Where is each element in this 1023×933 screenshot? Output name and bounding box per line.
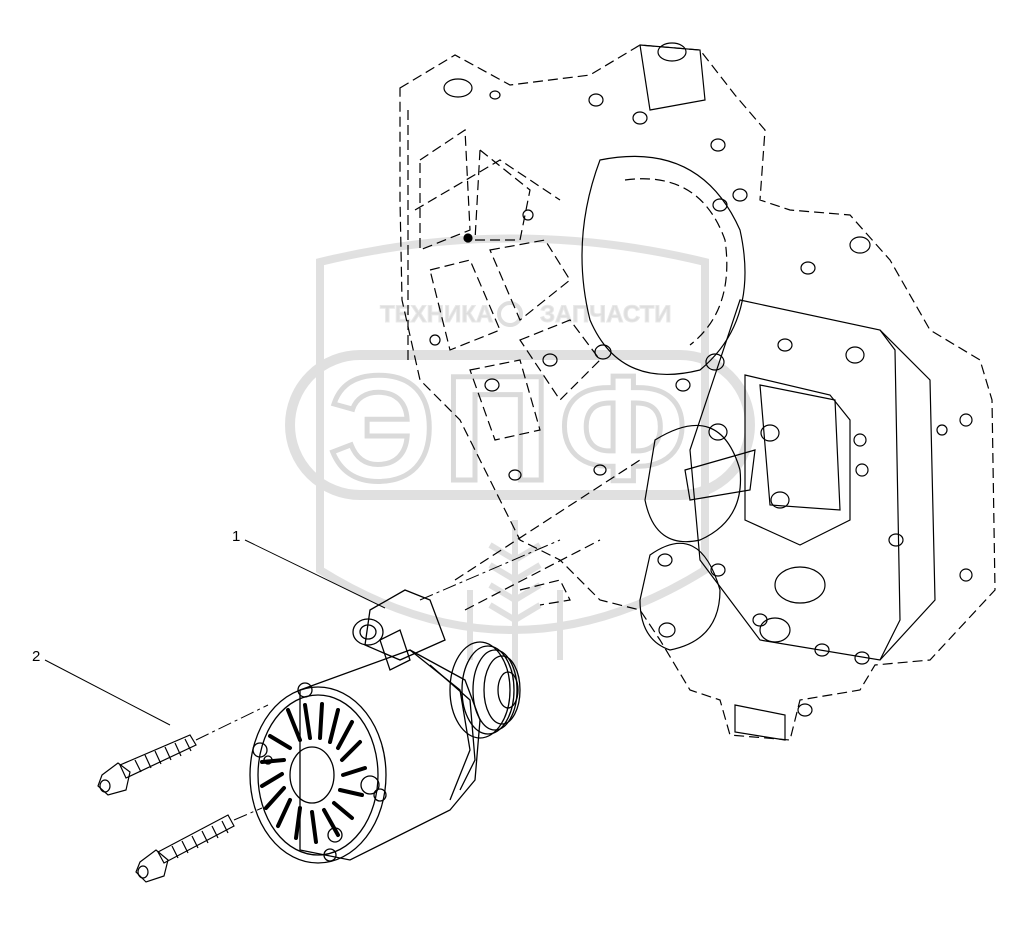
alternator xyxy=(249,589,521,864)
callout-2: 2 xyxy=(32,648,41,665)
watermark-logo: ТЕХНИКА ЗАПЧАСТИ ЭПФ xyxy=(285,234,755,680)
housing-holes xyxy=(429,93,973,717)
watermark-letters: ЭПФ xyxy=(329,344,696,512)
leader-lines xyxy=(44,539,386,726)
watermark-top-left: ТЕХНИКА xyxy=(380,301,493,328)
engine-housing xyxy=(399,42,996,741)
leader-line-2 xyxy=(44,659,171,726)
gear-icon xyxy=(497,301,523,327)
callout-1: 1 xyxy=(232,528,241,545)
bolt-lower xyxy=(135,814,235,883)
axis-lines xyxy=(195,539,561,821)
bolt-upper xyxy=(97,734,197,796)
wheat-icon xyxy=(467,520,563,680)
watermark-top-right: ЗАПЧАСТИ xyxy=(540,301,672,328)
leader-line-1 xyxy=(244,539,386,609)
cooling-slots xyxy=(260,702,367,844)
